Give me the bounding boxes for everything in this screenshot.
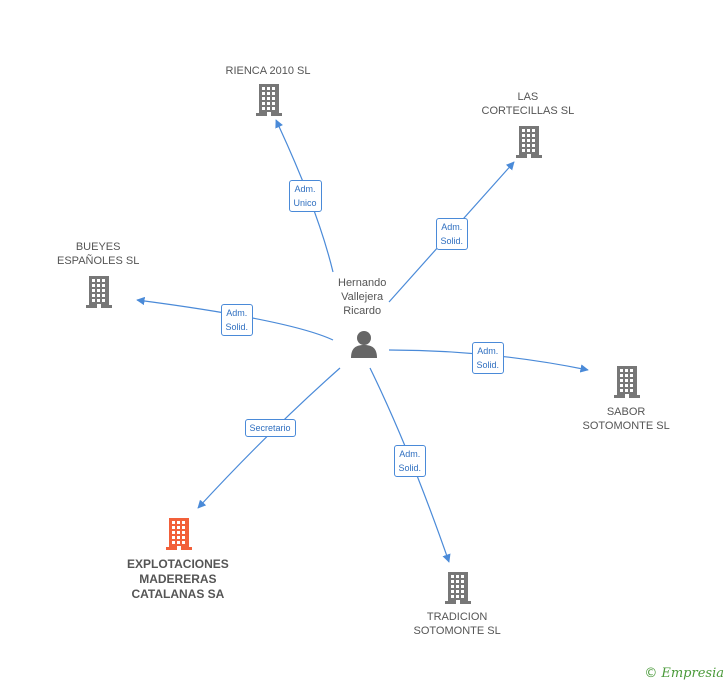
company-label-rienca[interactable]: RIENCA 2010 SL — [226, 64, 311, 78]
company-label-sabor[interactable]: SABOR SOTOMONTE SL — [583, 405, 670, 433]
edge-label-sabor-line-1: Solid. — [476, 360, 500, 370]
company-label-tradicion[interactable]: TRADICION SOTOMONTE SL — [414, 610, 501, 638]
building-icon-sabor[interactable] — [614, 366, 640, 398]
edge-label-sabor[interactable]: Adm. Solid. — [471, 342, 505, 374]
brand-logo: ©Empresia — [644, 666, 724, 681]
center-person-name-line-1: Vallejera — [341, 291, 384, 303]
building-icon-cortecillas[interactable] — [516, 126, 542, 158]
company-label-tradicion-line-0: TRADICION — [426, 611, 488, 623]
edge-label-explotaciones[interactable]: Secretario — [244, 419, 296, 437]
company-label-sabor-line-1: SOTOMONTE SL — [582, 420, 670, 432]
edge-label-cortecillas[interactable]: Adm. Solid. — [435, 218, 469, 250]
center-person-name-line-2: Ricardo — [343, 305, 382, 317]
building-icon-tradicion[interactable] — [445, 572, 471, 604]
edge-label-cortecillas-line-0: Adm. — [441, 222, 463, 232]
edge-label-explotaciones-line-0: Secretario — [249, 423, 291, 433]
company-label-tradicion-line-1: SOTOMONTE SL — [413, 625, 501, 637]
company-label-explotaciones-line-0: EXPLOTACIONES — [127, 557, 229, 571]
edge-label-tradicion[interactable]: Adm. Solid. — [393, 445, 427, 477]
center-person-name-line-0: Hernando — [338, 277, 387, 289]
building-icon-rienca[interactable] — [256, 84, 282, 116]
edge-bueyes — [136, 296, 334, 341]
edge-label-rienca-line-1: Unico — [293, 198, 317, 208]
edge-label-rienca[interactable]: Adm. Unico — [288, 180, 322, 212]
company-label-explotaciones-line-2: CATALANAS SA — [131, 587, 225, 601]
edge-explotaciones — [197, 367, 341, 509]
company-label-cortecillas[interactable]: LAS CORTECILLAS SL — [482, 90, 575, 118]
edge-label-cortecillas-line-1: Solid. — [440, 236, 464, 246]
company-label-explotaciones-line-1: MADERERAS — [139, 572, 217, 586]
company-label-bueyes-line-1: ESPAÑOLES SL — [57, 255, 140, 267]
company-label-bueyes-line-0: BUEYES — [75, 241, 121, 253]
edge-label-sabor-line-0: Adm. — [477, 346, 499, 356]
edge-label-rienca-line-0: Adm. — [294, 184, 316, 194]
company-label-cortecillas-line-0: LAS — [517, 91, 539, 103]
edge-label-bueyes-line-1: Solid. — [225, 322, 249, 332]
edge-label-tradicion-line-1: Solid. — [398, 463, 422, 473]
company-label-bueyes[interactable]: BUEYES ESPAÑOLES SL — [57, 240, 139, 268]
building-icon-explotaciones[interactable] — [166, 518, 192, 550]
building-icon-bueyes[interactable] — [86, 276, 112, 308]
copyright-symbol: © — [644, 666, 658, 681]
company-label-sabor-line-0: SABOR — [606, 406, 646, 418]
edge-label-bueyes[interactable]: Adm. Solid. — [220, 304, 254, 336]
brand-name: Empresia — [661, 666, 724, 681]
edge-label-bueyes-line-0: Adm. — [226, 308, 248, 318]
edge-label-tradicion-line-0: Adm. — [399, 449, 421, 459]
company-label-rienca-line-0: RIENCA 2010 SL — [225, 65, 311, 77]
company-label-cortecillas-line-1: CORTECILLAS SL — [481, 105, 575, 117]
person-icon — [351, 331, 377, 358]
